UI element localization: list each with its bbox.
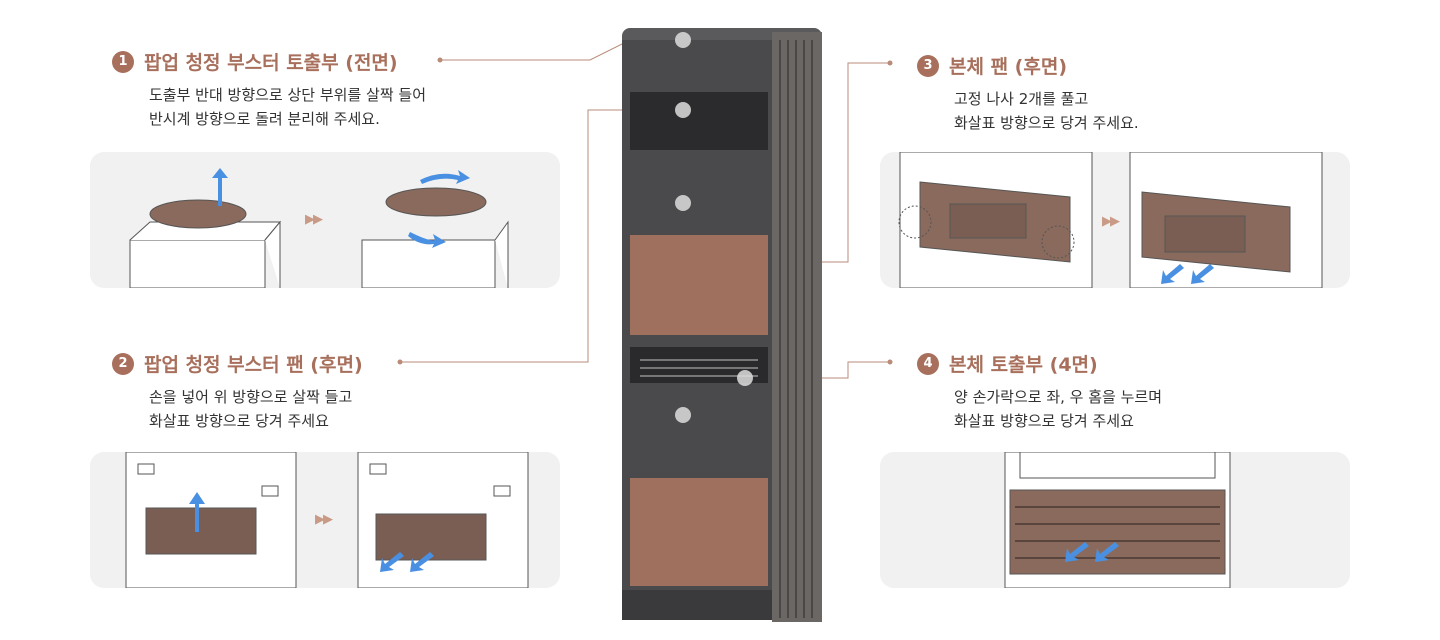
step-number: 3 [917,54,939,77]
step-title: 본체 팬 (후면) [949,56,1067,78]
step-title: 팝업 청정 부스터 토출부 (전면) [144,52,398,74]
step-2-illustration: ▶▶ [90,452,560,588]
step-desc-line: 손을 넣어 위 방향으로 살짝 들고 [149,388,353,406]
step-desc-line: 양 손가락으로 좌, 우 홈을 누르며 [954,388,1163,406]
step-desc-line: 화살표 방향으로 당겨 주세요 [149,412,329,430]
step-desc-line: 도출부 반대 방향으로 상단 부위를 살짝 들어 [149,86,427,104]
step-desc-line: 화살표 방향으로 당겨 주세요 [954,412,1134,430]
filter-lower [630,478,768,586]
step-desc-line: 반시계 방향으로 돌려 분리해 주세요. [149,110,380,128]
step-1-illustration: ▶▶ [90,152,560,288]
filter-upper [630,235,768,335]
step-number: 4 [917,352,939,375]
next-arrow-icon: ▶▶ [1102,214,1120,229]
step-title: 본체 토출부 (4면) [949,354,1098,376]
step-1: 1 팝업 청정 부스터 토출부 (전면) 도출부 반대 방향으로 상단 부위를 살… [112,48,426,131]
step-desc-line: 화살표 방향으로 당겨 주세요. [954,114,1139,132]
step-title: 팝업 청정 부스터 팬 (후면) [144,354,363,376]
step-number: 2 [112,352,134,375]
step-3-illustration: ▶▶ [880,152,1350,288]
step-desc-line: 고정 나사 2개를 풀고 [954,90,1089,108]
next-arrow-icon: ▶▶ [305,212,323,227]
next-arrow-icon: ▶▶ [315,512,333,527]
air-purifier-product [622,28,822,622]
step-number: 1 [112,50,134,73]
step-4-illustration [880,452,1350,588]
